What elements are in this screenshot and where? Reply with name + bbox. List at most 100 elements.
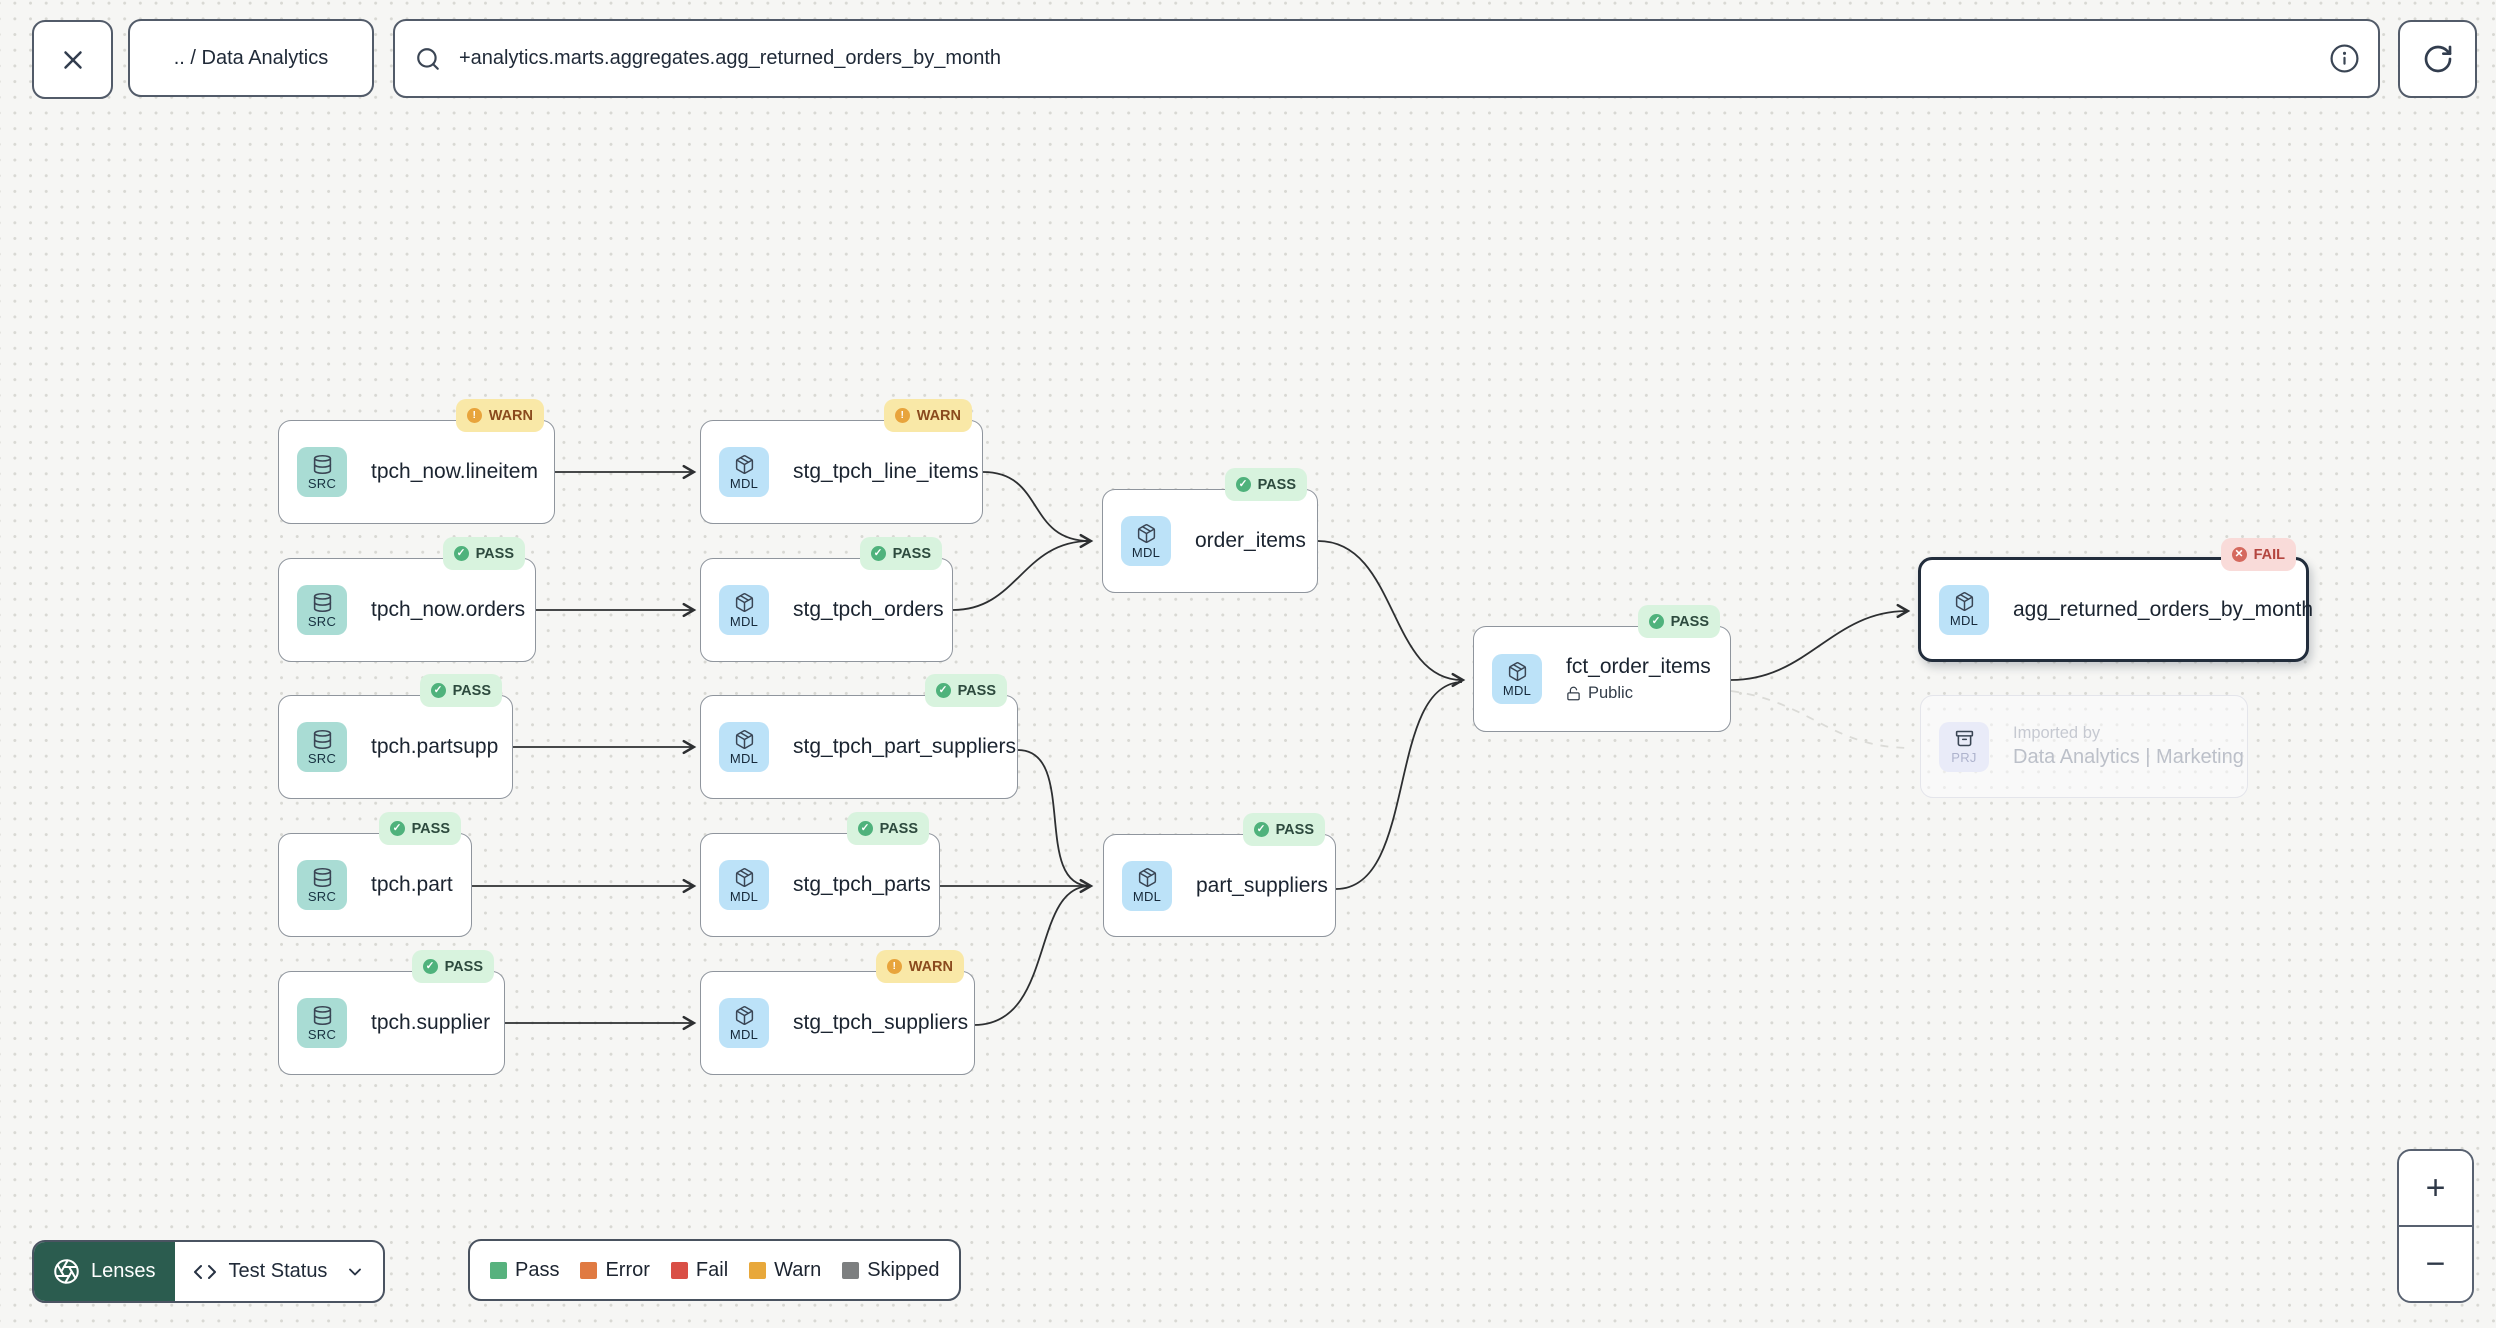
status-dot-icon: ✓ <box>422 959 438 974</box>
status-dot-icon: ! <box>466 408 482 423</box>
node-type-chip: MDL <box>1122 860 1172 911</box>
node-label: tpch_now.lineitem <box>371 460 538 483</box>
node-type-label: MDL <box>729 613 759 629</box>
database-icon <box>312 592 333 613</box>
node-type-chip: MDL <box>719 447 769 497</box>
status-badge-warn: !WARN <box>883 399 972 432</box>
legend-label: Warn <box>774 1258 822 1281</box>
node-type-chip: MDL <box>719 722 769 772</box>
search-input[interactable] <box>459 47 2311 70</box>
node-type-label: SRC <box>307 888 337 904</box>
zoom-control: + − <box>2397 1149 2474 1303</box>
breadcrumb[interactable]: .. / Data Analytics <box>128 19 374 97</box>
node-label: stg_tpch_orders <box>793 598 944 621</box>
lineage-edge <box>1017 749 1091 887</box>
node-type-chip: SRC <box>297 998 347 1048</box>
legend-swatch <box>490 1261 507 1279</box>
node-type-chip: SRC <box>297 860 347 910</box>
lineage-edge <box>1335 681 1463 890</box>
node-type-chip: SRC <box>297 722 347 772</box>
lineage-edge-dashed <box>1730 690 1913 749</box>
legend-swatch <box>842 1261 860 1279</box>
lens-control: Lenses Test Status <box>32 1240 386 1303</box>
graph-node-agg[interactable]: ✕FAIL MDL agg_returned_orders_by_month <box>1918 538 2313 662</box>
lineage-edge <box>952 533 1094 611</box>
lenses-button[interactable]: Lenses <box>34 1242 175 1301</box>
status-dot-icon: ✓ <box>430 683 446 698</box>
status-badge-pass: ✓PASS <box>378 812 461 845</box>
close-icon <box>58 45 88 75</box>
node-label: stg_tpch_suppliers <box>793 1011 969 1034</box>
lineage-edge <box>973 885 1091 1026</box>
status-dot-icon: ! <box>894 408 910 423</box>
status-badge-pass: ✓PASS <box>442 537 525 570</box>
legend-label: Pass <box>515 1258 560 1281</box>
zoom-out-button[interactable]: − <box>2399 1225 2472 1301</box>
node-type-label: MDL <box>1131 544 1161 560</box>
package-icon <box>734 867 755 888</box>
status-dot-icon: ✓ <box>453 546 469 561</box>
node-label: agg_returned_orders_by_month <box>2013 597 2314 621</box>
lens-selector[interactable]: Test Status <box>175 1242 384 1301</box>
node-type-chip: MDL <box>1939 584 1989 635</box>
node-label: tpch.partsupp <box>371 735 499 758</box>
node-label: tpch.part <box>371 873 453 896</box>
chevron-down-icon <box>345 1262 365 1282</box>
legend-swatch <box>749 1261 767 1279</box>
legend-label: Error <box>605 1258 650 1281</box>
imported-by-label: Imported by <box>2013 724 2101 742</box>
close-button[interactable] <box>32 20 113 99</box>
package-icon <box>1954 591 1975 612</box>
legend-swatch <box>580 1261 598 1279</box>
node-label: part_suppliers <box>1196 873 1328 897</box>
refresh-button[interactable] <box>2398 20 2477 98</box>
node-type-label: PRJ <box>1951 750 1977 765</box>
node-label: Data Analytics | Marketing <box>2013 746 2244 768</box>
search-icon <box>415 46 441 72</box>
database-icon <box>312 729 333 750</box>
status-badge-pass: ✓PASS <box>846 812 929 845</box>
status-badge-pass: ✓PASS <box>924 674 1007 707</box>
node-type-label: MDL <box>1132 889 1162 904</box>
search-bar[interactable] <box>393 19 2380 98</box>
aperture-icon <box>53 1258 80 1285</box>
graph-node-stg_part_suppliers[interactable]: ✓PASS MDL stg_tpch_part_suppliers <box>700 674 1018 799</box>
node-type-chip: MDL <box>1492 654 1542 704</box>
graph-node-stg_orders[interactable]: ✓PASS MDL stg_tpch_orders <box>700 537 953 662</box>
status-dot-icon: ✓ <box>1648 614 1664 629</box>
package-icon <box>734 729 755 750</box>
lineage-edge <box>1730 603 1911 681</box>
node-type-label: MDL <box>1949 613 1979 628</box>
status-dot-icon: ✓ <box>389 821 405 836</box>
status-badge-pass: ✓PASS <box>859 537 942 570</box>
zoom-in-button[interactable]: + <box>2399 1151 2472 1225</box>
node-type-chip: MDL <box>719 585 769 635</box>
status-badge-fail: ✕FAIL <box>2220 538 2296 571</box>
node-label: stg_tpch_parts <box>793 873 931 896</box>
legend-label: Skipped <box>867 1258 940 1281</box>
status-badge-pass: ✓PASS <box>419 674 502 707</box>
package-icon <box>1136 523 1157 544</box>
package-icon <box>1507 661 1528 682</box>
node-label: stg_tpch_part_suppliers <box>793 735 1016 758</box>
graph-node-partsupp[interactable]: ✓PASS SRC tpch.partsupp <box>278 674 513 799</box>
legend-item-pass: Pass <box>490 1259 559 1282</box>
node-type-label: MDL <box>1502 682 1532 698</box>
status-dot-icon: ✓ <box>1253 822 1269 837</box>
database-icon <box>312 454 333 475</box>
status-dot-icon: ✕ <box>2231 547 2247 562</box>
status-badge-warn: !WARN <box>455 399 544 432</box>
graph-node-imported[interactable]: PRJ Imported by Data Analytics | Marketin… <box>1920 695 2248 798</box>
graph-node-part[interactable]: ✓PASS SRC tpch.part <box>278 812 472 937</box>
node-type-chip: SRC <box>297 585 347 635</box>
info-icon[interactable] <box>2329 43 2360 74</box>
